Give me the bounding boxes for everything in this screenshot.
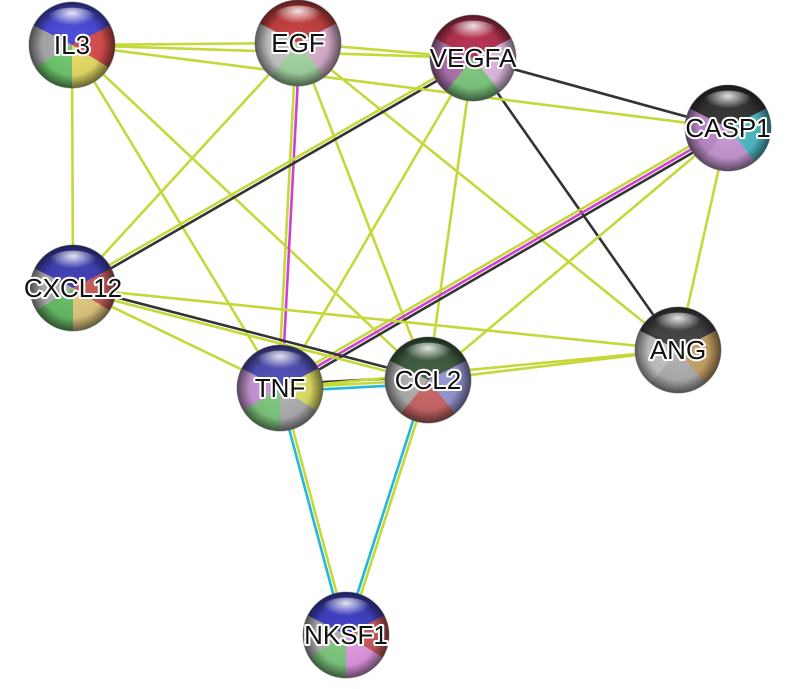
edge-evidence-line	[342, 378, 428, 636]
edge-vegfa-tnf[interactable]	[278, 56, 475, 390]
node-tnf[interactable]: TNF	[236, 344, 324, 432]
edge-evidence-line	[72, 58, 476, 291]
edge-casp1-ccl2[interactable]	[426, 126, 730, 382]
node-outline	[384, 336, 472, 424]
edge-vegfa-ang[interactable]	[471, 56, 680, 352]
node-gloss	[651, 312, 705, 341]
node-ccl2[interactable]: CCL2	[384, 336, 472, 424]
edge-evidence-line	[278, 348, 680, 390]
edge-vegfa-casp1[interactable]	[471, 56, 730, 130]
edge-evidence-line	[70, 43, 730, 130]
edge-evidence-line	[296, 41, 430, 382]
edge-vegfa-cxcl12[interactable]	[70, 55, 476, 291]
node-label: ANG	[650, 335, 706, 365]
node-outline	[684, 84, 772, 172]
edge-evidence-line	[278, 56, 475, 390]
node-il3[interactable]: IL3	[28, 1, 116, 89]
node-label: EGF	[271, 28, 324, 58]
edge-cxcl12-ccl2[interactable]	[71, 284, 430, 384]
node-label: CCL2	[395, 365, 461, 395]
edge-evidence-line	[71, 41, 300, 290]
node-label: NKSF1	[304, 620, 388, 650]
node-gloss	[253, 350, 307, 379]
edge-evidence-line	[71, 288, 429, 384]
node-outline	[28, 1, 116, 89]
node-nksf1[interactable]: NKSF1	[302, 591, 390, 679]
edge-evidence-line	[278, 126, 730, 390]
edge-evidence-line	[296, 41, 680, 352]
edge-evidence-line	[426, 126, 730, 382]
node-outline	[302, 591, 390, 679]
edge-ccl2-nksf1[interactable]	[342, 378, 432, 637]
node-vegfa[interactable]: VEGFA	[428, 14, 519, 102]
edge-egf-ccl2[interactable]	[296, 41, 430, 382]
node-gloss	[45, 7, 99, 36]
edge-egf-ang[interactable]	[296, 41, 680, 352]
node-outline	[634, 306, 722, 394]
edge-tnf-ang[interactable]	[278, 348, 680, 390]
edge-evidence-line	[276, 123, 728, 387]
edge-casp1-tnf[interactable]	[276, 123, 732, 393]
node-outline	[29, 244, 117, 332]
edge-cxcl12-ang[interactable]	[71, 286, 680, 352]
edge-evidence-line	[426, 56, 475, 382]
node-gloss	[701, 90, 755, 119]
edge-evidence-line	[276, 41, 298, 390]
node-casp1[interactable]: CASP1	[683, 84, 773, 172]
node-gloss	[46, 250, 100, 279]
edge-egf-tnf[interactable]	[276, 41, 302, 390]
edge-evidence-line	[72, 284, 430, 380]
node-label: TNF	[255, 373, 306, 403]
node-label: VEGFA	[430, 43, 517, 73]
node-gloss	[271, 5, 325, 34]
edge-vegfa-ccl2[interactable]	[426, 56, 475, 382]
node-gloss	[446, 20, 500, 49]
edge-evidence-line	[71, 286, 680, 352]
edges-layer	[70, 41, 732, 637]
edge-egf-cxcl12[interactable]	[71, 41, 300, 290]
node-gloss	[401, 342, 455, 371]
edge-casp1-il3[interactable]	[70, 43, 730, 130]
edge-evidence-line	[70, 55, 474, 288]
edge-evidence-line	[471, 56, 680, 352]
edge-evidence-line	[346, 379, 432, 637]
node-label: CXCL12	[24, 273, 122, 303]
edge-evidence-line	[471, 56, 730, 130]
node-label: IL3	[54, 30, 90, 60]
node-gloss	[319, 597, 373, 626]
node-cxcl12[interactable]: CXCL12	[22, 244, 124, 332]
edge-evidence-line	[280, 129, 732, 393]
node-label: CASP1	[685, 113, 770, 143]
edge-evidence-line	[70, 43, 430, 382]
edge-il3-ccl2[interactable]	[70, 43, 430, 382]
node-outline	[236, 344, 324, 432]
edge-evidence-line	[280, 41, 302, 390]
node-outline	[254, 0, 342, 87]
node-outline	[429, 14, 517, 102]
node-egf[interactable]: EGF	[254, 0, 342, 87]
node-ang[interactable]: ANG	[634, 306, 722, 394]
